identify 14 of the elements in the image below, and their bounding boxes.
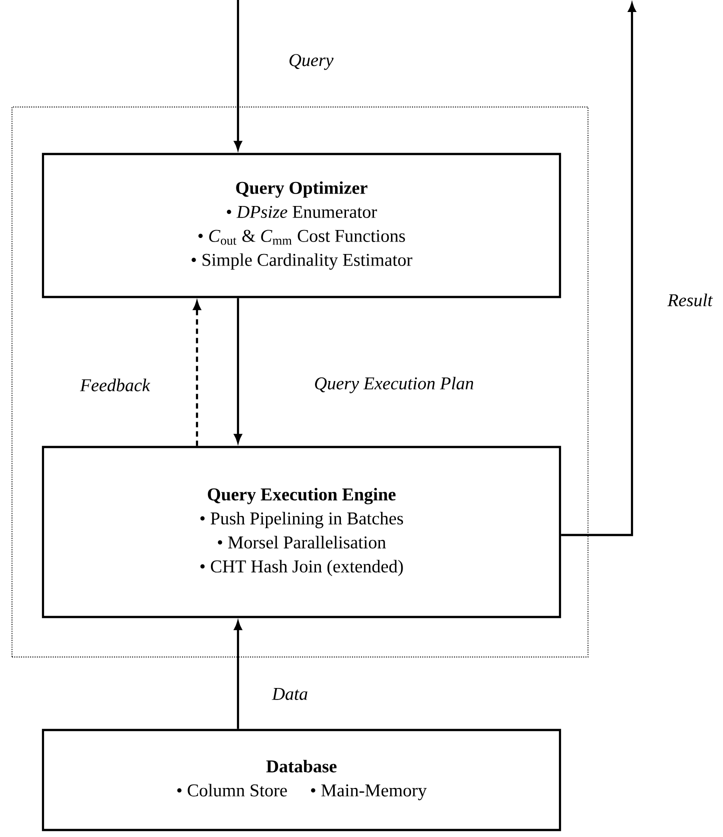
arrow bbox=[193, 301, 201, 446]
database-box: Database • Column Store • Main-Memory bbox=[42, 728, 562, 832]
arrow bbox=[234, 621, 242, 729]
arrow bbox=[234, 0, 242, 150]
arrow bbox=[561, 3, 636, 536]
arrow bbox=[234, 298, 242, 443]
edge-label: Data bbox=[272, 688, 308, 700]
process-box: Query Optimizer • DPsize Enumerator • C$_{out}$ & C$_{mm}$ Cost Functions • Simple Cardinality Estimator bbox=[42, 152, 562, 298]
edge-label: Result bbox=[667, 294, 713, 306]
edge-label: Query bbox=[290, 54, 334, 70]
process-box: Query Execution Engine • Push Pipelining in Batches • Morsel Parallelisation • CHT Hash Join (extended) bbox=[42, 446, 562, 618]
dotted-boundary bbox=[12, 106, 588, 658]
edge-label: Query Execution Plan bbox=[315, 376, 474, 394]
edge-label: Feedback bbox=[80, 378, 150, 392]
